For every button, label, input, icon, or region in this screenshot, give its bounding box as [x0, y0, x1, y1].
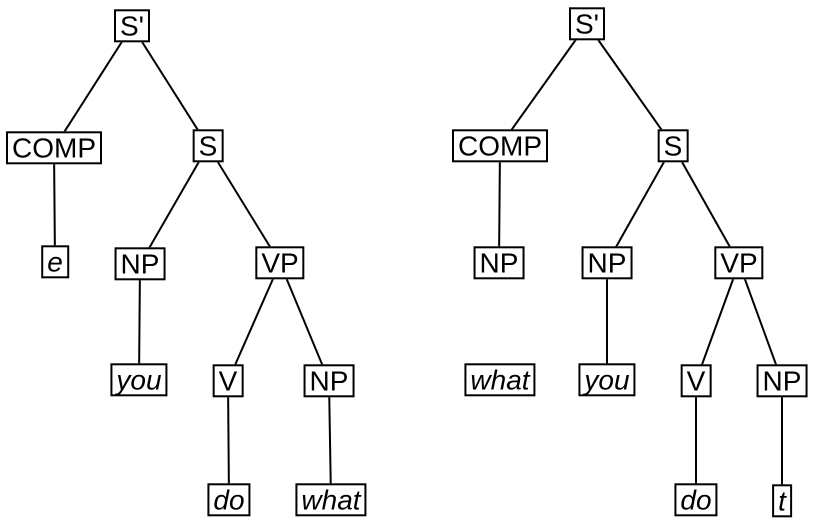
tree-node-right-tree-comp: COMP	[452, 129, 548, 163]
tree-node-right-tree-v: V	[680, 364, 712, 398]
tree-edge-left-tree-vp-np-object	[279, 262, 330, 382]
tree-edge-left-tree-vp-v	[227, 262, 281, 382]
tree-edge-left-tree-v-do	[227, 380, 230, 501]
tree-edge-right-tree-s-bar-comp	[499, 23, 588, 147]
tree-node-left-tree-vp: VP	[255, 246, 305, 280]
tree-node-right-tree-s: S	[657, 129, 689, 163]
tree-node-left-tree-s: S	[192, 129, 224, 163]
tree-edge-right-tree-vp-np-object	[738, 262, 783, 382]
tree-node-right-tree-what: what	[464, 363, 536, 397]
tree-edge-right-tree-s-np-subject	[606, 145, 674, 264]
tree-node-right-tree-np-object: NP	[756, 364, 808, 398]
tree-edge-left-tree-s-bar-s	[131, 25, 209, 147]
tree-node-left-tree-do: do	[207, 483, 251, 517]
tree-node-left-tree-np-object: NP	[303, 364, 355, 398]
tree-edge-right-tree-s-vp	[672, 145, 740, 264]
tree-node-right-tree-vp: VP	[714, 246, 764, 280]
tree-node-left-tree-e: e	[41, 245, 69, 279]
tree-edge-right-tree-s-bar-s	[586, 23, 674, 147]
tree-edge-left-tree-np-subject-you	[138, 263, 141, 381]
tree-edge-left-tree-s-vp	[207, 145, 281, 264]
tree-edge-left-tree-s-np-subject	[139, 145, 209, 265]
tree-node-left-tree-s-bar: S'	[113, 9, 151, 43]
tree-node-right-tree-t: t	[772, 484, 792, 518]
tree-node-right-tree-s-bar: S'	[568, 7, 606, 41]
tree-node-left-tree-what: what	[295, 483, 367, 517]
tree-node-right-tree-do: do	[674, 483, 718, 517]
tree-edge-right-tree-vp-v	[695, 262, 740, 382]
tree-node-right-tree-you: you	[578, 363, 636, 397]
tree-node-left-tree-you: you	[110, 363, 168, 397]
tree-node-left-tree-np-subject: NP	[114, 247, 166, 281]
tree-node-right-tree-np-comp: NP	[473, 246, 525, 280]
tree-edge-left-tree-np-object-what	[328, 380, 332, 501]
tree-edge-left-tree-comp-e	[53, 147, 56, 263]
tree-node-left-tree-comp: COMP	[6, 131, 102, 165]
tree-node-left-tree-v: V	[212, 364, 244, 398]
tree-edge-left-tree-s-bar-comp	[53, 25, 133, 149]
tree-node-right-tree-np-subject: NP	[581, 246, 633, 280]
tree-edge-right-tree-comp-np-comp	[498, 145, 501, 264]
